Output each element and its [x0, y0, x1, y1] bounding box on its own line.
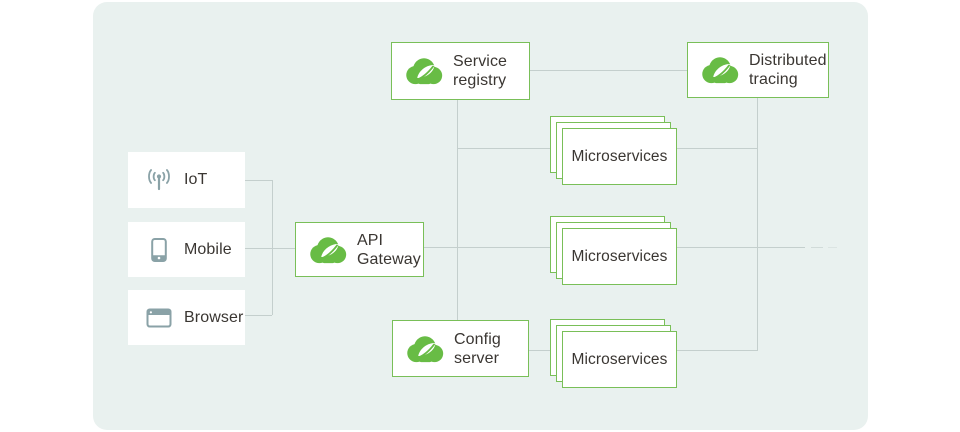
connector-continuation-dash: [811, 247, 823, 248]
client-box-browser: Browser: [128, 290, 245, 345]
node-distributed-tracing: Distributed tracing: [687, 42, 829, 98]
node-label: Distributed tracing: [749, 52, 827, 88]
node-label: API Gateway: [357, 231, 421, 268]
connector-continuation-dash: [828, 247, 837, 248]
iot-antenna-icon: [144, 168, 174, 192]
node-label: Config server: [454, 330, 501, 367]
connector-to-microservices-row1-left: [457, 148, 550, 149]
microservices-stack-row3: Microservices: [550, 319, 678, 389]
microservices-card: Microservices: [562, 228, 677, 285]
connector-continuation-solid: [757, 247, 805, 248]
connector-microservices-row3-right: [677, 350, 758, 351]
connector-microservices-row2-right: [677, 247, 758, 248]
client-label: Mobile: [184, 240, 232, 258]
spring-cloud-logo-icon: [700, 55, 740, 85]
connector-browser-to-junction: [245, 315, 272, 316]
microservices-stack-row2: Microservices: [550, 216, 678, 286]
connector-iot-to-junction: [245, 180, 272, 181]
spring-cloud-logo-icon: [405, 334, 445, 364]
connector-gateway-to-microservices-row2: [424, 247, 550, 248]
client-box-mobile: Mobile: [128, 222, 245, 277]
node-label: Service registry: [453, 53, 508, 89]
connector-tracing-vertical: [757, 98, 758, 351]
node-api-gateway: API Gateway: [295, 222, 424, 277]
connector-clients-vertical: [272, 180, 273, 315]
connector-registry-to-config-vertical: [457, 100, 458, 320]
spring-cloud-logo-icon: [404, 56, 444, 86]
client-label: IoT: [184, 171, 208, 188]
connector-microservices-row1-right: [677, 148, 758, 149]
spring-cloud-logo-icon: [308, 235, 348, 265]
microservices-card: Microservices: [562, 331, 677, 388]
client-label: Browser: [184, 308, 244, 326]
client-box-iot: IoT: [128, 152, 245, 208]
browser-window-icon: [144, 308, 174, 328]
mobile-phone-icon: [144, 237, 174, 263]
connector-config-to-microservices-row3: [529, 350, 553, 351]
connector-mobile-to-gateway: [245, 248, 295, 249]
node-config-server: Config server: [392, 320, 529, 377]
microservices-stack-row1: Microservices: [550, 116, 678, 186]
microservices-card: Microservices: [562, 128, 677, 185]
connector-registry-to-tracing: [530, 70, 687, 71]
node-service-registry: Service registry: [391, 42, 530, 100]
